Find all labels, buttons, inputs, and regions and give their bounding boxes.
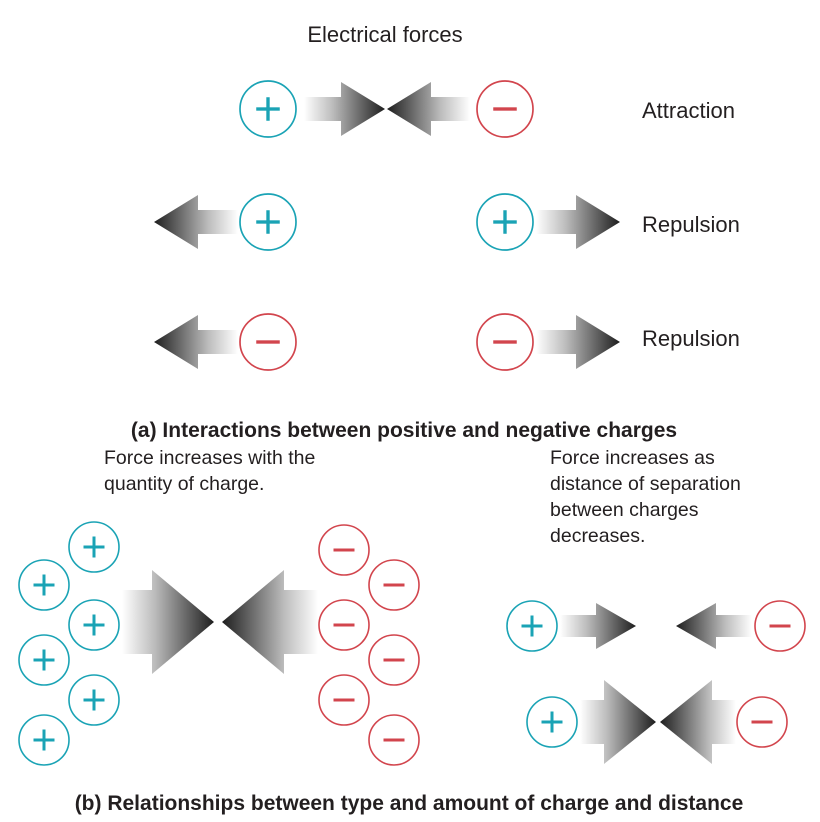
group-positive-charge-6	[18, 714, 70, 766]
note-distance-line-2: distance of separation	[550, 473, 741, 495]
group-negative-charge-6	[368, 714, 420, 766]
far-pair-negative-charge-bar-h	[769, 624, 791, 628]
close-pair-positive-charge-bar-v	[550, 711, 554, 733]
large-arrow-right	[122, 570, 214, 674]
note-distance: Force increases as distance of separatio…	[550, 447, 746, 547]
group-negative-charge-4-bar-h	[383, 658, 405, 662]
row3-negative-charge-right-bar-h	[493, 340, 517, 344]
row3-arrow-right	[536, 315, 620, 369]
close-pair-positive-charge	[526, 696, 578, 748]
group-positive-charge-5-bar-v	[92, 689, 96, 711]
large-arrow-left	[222, 570, 318, 674]
diagram-title: Electrical forces	[307, 22, 462, 47]
group-negative-charge-6-bar-h	[383, 738, 405, 742]
far-pair-positive-charge-bar-v	[530, 615, 534, 637]
row-label-repulsion-negative: Repulsion	[642, 326, 740, 351]
group-positive-charge-1-bar-v	[92, 536, 96, 558]
group-positive-charge-2	[18, 559, 70, 611]
row2-positive-charge-right	[476, 193, 534, 251]
row1-arrow-right	[304, 82, 385, 136]
row1-negative-charge-bar-h	[493, 107, 517, 111]
section-a-interactions	[154, 80, 620, 371]
far-pair-arrow-right	[560, 603, 636, 649]
group-negative-charge-5	[318, 674, 370, 726]
far-pair-positive-charge	[506, 600, 558, 652]
group-positive-charge-4	[18, 634, 70, 686]
group-positive-charge-2-bar-v	[42, 574, 46, 596]
row-label-repulsion-positive: Repulsion	[642, 212, 740, 237]
row3-negative-charge-left	[239, 313, 297, 371]
row-label-attraction: Attraction	[642, 98, 735, 123]
row2-positive-charge-left-bar-v	[266, 210, 270, 234]
row1-arrow-left	[387, 82, 470, 136]
caption-b: (b) Relationships between type and amoun…	[75, 792, 744, 815]
group-negative-charge-1	[318, 524, 370, 576]
group-positive-charge-5	[68, 674, 120, 726]
row3-negative-charge-right	[476, 313, 534, 371]
note-distance-line-3: between charges	[550, 499, 699, 521]
group-negative-charge-3-bar-h	[333, 623, 355, 627]
group-positive-charge-1	[68, 521, 120, 573]
note-quantity: Force increases with the quantity of cha…	[104, 447, 321, 495]
close-pair-negative-charge	[736, 696, 788, 748]
group-positive-charge-3-bar-v	[92, 614, 96, 636]
row3-negative-charge-left-bar-h	[256, 340, 280, 344]
group-negative-charge-4	[368, 634, 420, 686]
far-pair-negative-charge	[754, 600, 806, 652]
row1-positive-charge	[239, 80, 297, 138]
note-quantity-line-2: quantity of charge.	[104, 473, 264, 495]
far-pair-arrow-left	[676, 603, 752, 649]
group-negative-charge-1-bar-h	[333, 548, 355, 552]
row2-arrow-left	[154, 195, 238, 249]
close-pair-negative-charge-bar-h	[751, 720, 773, 724]
row1-negative-charge	[476, 80, 534, 138]
close-pair-arrow-left	[660, 680, 736, 764]
close-pair-arrow-right	[580, 680, 656, 764]
row2-arrow-right	[536, 195, 620, 249]
group-negative-charge-3	[318, 599, 370, 651]
row2-positive-charge-left	[239, 193, 297, 251]
group-negative-charge-2-bar-h	[383, 583, 405, 587]
caption-a: (a) Interactions between positive and ne…	[131, 419, 677, 442]
row3-arrow-left	[154, 315, 238, 369]
note-distance-line-4: decreases.	[550, 525, 645, 547]
group-positive-charge-3	[68, 599, 120, 651]
group-negative-charge-5-bar-h	[333, 698, 355, 702]
row2-positive-charge-right-bar-v	[503, 210, 507, 234]
note-distance-line-1: Force increases as	[550, 447, 715, 469]
group-positive-charge-4-bar-v	[42, 649, 46, 671]
row1-positive-charge-bar-v	[266, 97, 270, 121]
group-negative-charge-2	[368, 559, 420, 611]
section-b-relationships	[18, 521, 806, 766]
note-quantity-line-1: Force increases with the	[104, 447, 315, 469]
group-positive-charge-6-bar-v	[42, 729, 46, 751]
